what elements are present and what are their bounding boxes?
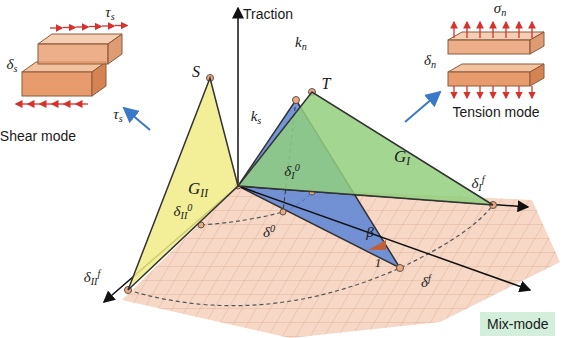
traction-axis <box>237 8 239 186</box>
math-symbol: S <box>192 64 200 80</box>
tag-text: Mix-mode <box>480 312 555 336</box>
math-symbol: δI0 <box>284 163 299 182</box>
slope-triangle <box>368 240 386 250</box>
math-symbol: δIf <box>471 175 484 194</box>
math-symbol: T <box>322 76 331 92</box>
math-symbol: 1 <box>375 256 382 269</box>
math-symbol: τs <box>105 5 114 22</box>
mode2-triangle: GII <box>126 76 240 292</box>
traction-arrows <box>16 26 127 105</box>
math-symbol: δf <box>421 274 431 291</box>
math-symbol: δII0 <box>174 203 193 222</box>
text-label: Shear mode <box>0 129 76 143</box>
math-symbol: τs <box>113 107 122 124</box>
tension-block <box>448 32 544 86</box>
math-symbol: δIIf <box>84 269 101 288</box>
vertex-dot <box>125 75 497 294</box>
text-label: Tension mode <box>452 105 539 119</box>
math-symbol: ks <box>251 109 262 126</box>
triangle-shape <box>126 76 240 292</box>
math-symbol: δ0 <box>263 224 275 241</box>
mode-tag: Mix-mode <box>480 312 555 336</box>
math-symbol: δn <box>424 53 436 70</box>
math-symbol: δs <box>7 57 18 74</box>
text-label: Traction <box>243 7 293 21</box>
traction-arrows <box>454 22 532 98</box>
math-symbol: σn <box>494 1 507 18</box>
shear-block <box>22 34 122 96</box>
math-symbol: kn <box>295 35 307 52</box>
leader-arrow <box>124 108 150 130</box>
energy-label: GII <box>188 180 208 200</box>
energy-label: GI <box>394 148 410 168</box>
leader-arrow <box>405 92 440 122</box>
math-symbol: β <box>366 225 373 240</box>
